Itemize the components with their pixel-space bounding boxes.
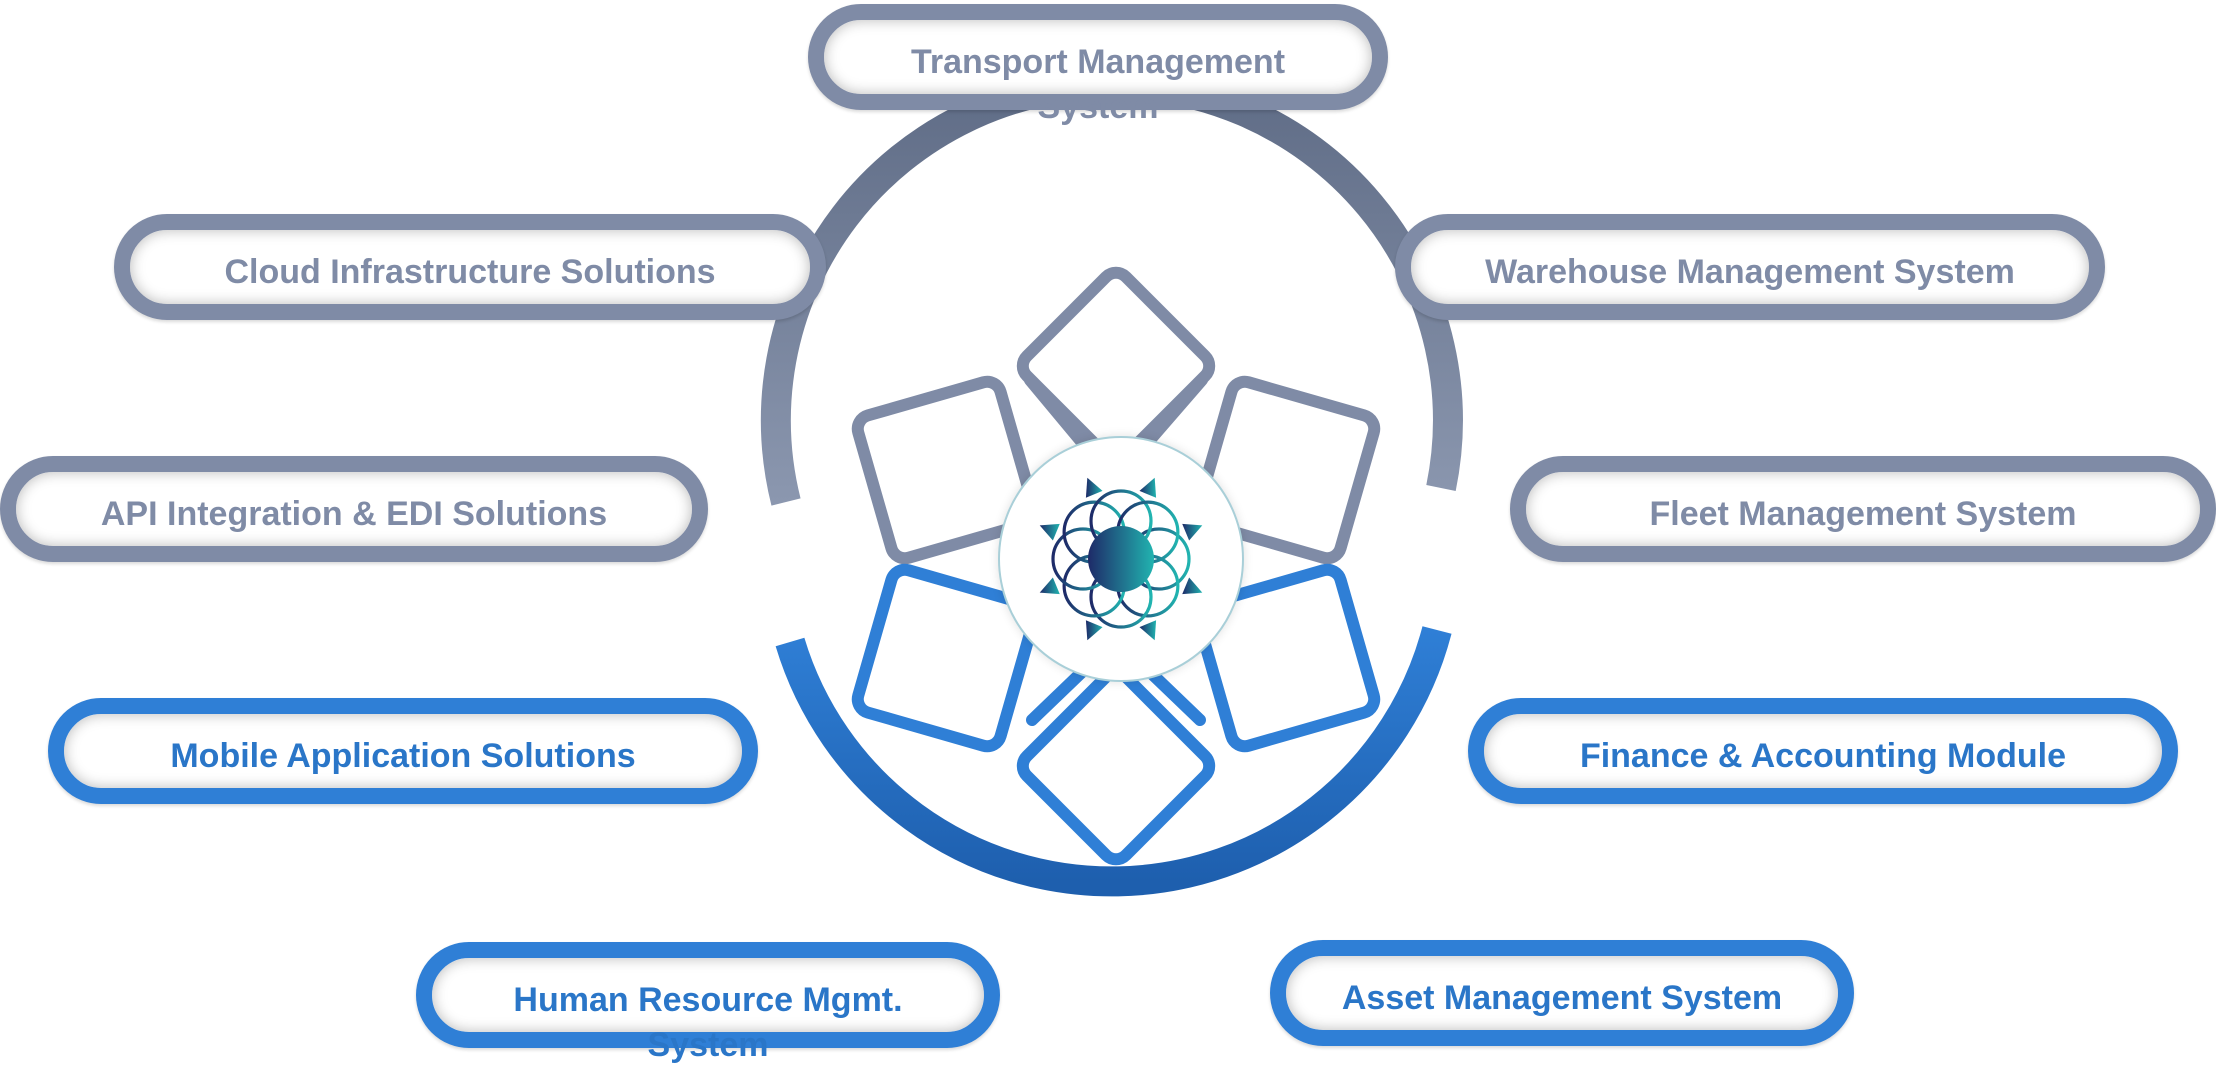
logo-arrow-tip — [1139, 620, 1157, 641]
logo-arrow-tip — [1085, 477, 1103, 498]
module-label: Cloud Infrastructure Solutions — [224, 253, 716, 291]
connector-bottom — [1144, 666, 1206, 726]
module-pill-warehouse[interactable]: Warehouse Management System — [1395, 214, 2105, 320]
logo-arrow-tip — [1182, 523, 1203, 541]
flower-logo-icon — [1039, 477, 1203, 641]
module-label: Warehouse Management System — [1485, 253, 2015, 291]
logo-arrow-tip — [1139, 477, 1157, 498]
logo-arrow-tip — [1039, 523, 1060, 541]
module-label: Asset Management System — [1341, 979, 1783, 1017]
logo-arrow-tip — [1085, 620, 1103, 641]
logo-arrow-tip — [1182, 577, 1203, 595]
logo-arrow-tip — [1039, 577, 1060, 595]
module-pill-cloud[interactable]: Cloud Infrastructure Solutions — [114, 214, 826, 320]
petal-square-bottom — [1016, 666, 1216, 866]
module-pill-hr[interactable]: Human Resource Mgmt. System — [416, 942, 1000, 1064]
module-label: Transport Management System — [910, 43, 1286, 126]
module-pill-mobile[interactable]: Mobile Application Solutions — [48, 698, 758, 804]
petal-square-lower-right — [1191, 563, 1381, 753]
connector-bottom — [1026, 666, 1088, 726]
module-pill-api[interactable]: API Integration & EDI Solutions — [0, 456, 708, 562]
module-label: Human Resource Mgmt. System — [513, 981, 903, 1064]
petal-square-top — [1016, 266, 1216, 466]
module-label: Finance & Accounting Module — [1579, 737, 2067, 775]
module-label: Fleet Management System — [1649, 495, 2077, 533]
module-pill-transport[interactable]: Transport Management System — [808, 4, 1388, 126]
module-label: Mobile Application Solutions — [170, 737, 636, 775]
module-pill-asset[interactable]: Asset Management System — [1270, 940, 1854, 1046]
petal-square-lower-left — [851, 563, 1041, 753]
module-pill-fleet[interactable]: Fleet Management System — [1510, 456, 2216, 562]
module-label: API Integration & EDI Solutions — [100, 495, 608, 533]
petal-square-upper-right — [1191, 375, 1381, 565]
petal-square-upper-left — [851, 375, 1041, 565]
lower-ring-arc — [775, 626, 1452, 897]
module-pill-finance[interactable]: Finance & Accounting Module — [1468, 698, 2178, 804]
